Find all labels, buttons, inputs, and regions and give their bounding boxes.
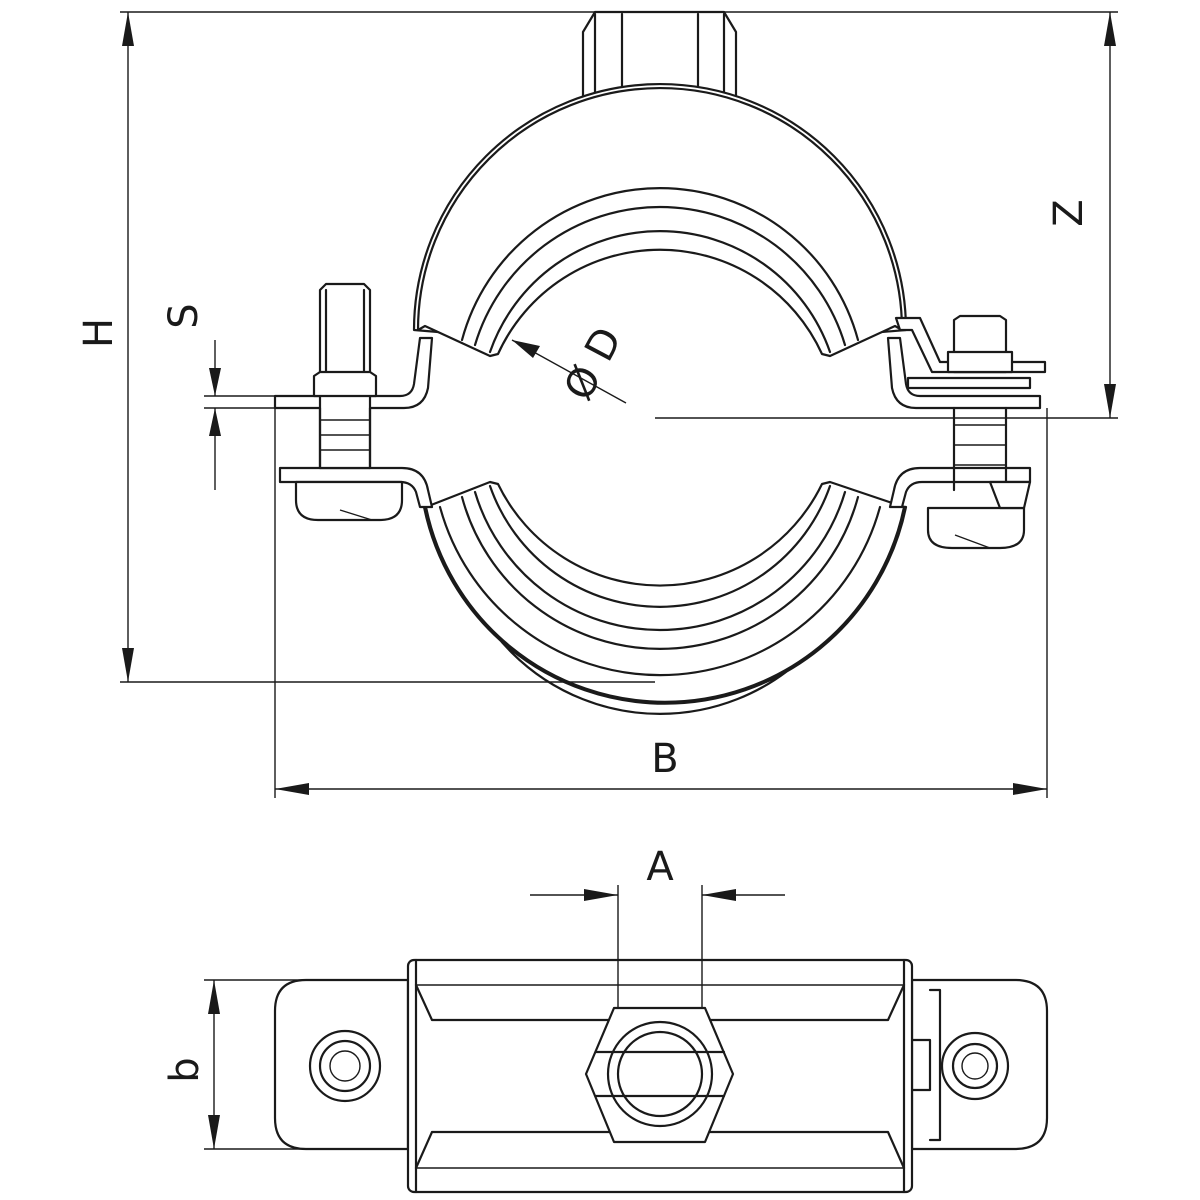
lower-clamp-half (422, 480, 908, 716)
dimension-S: S (161, 303, 275, 490)
dimension-Z: Z (1046, 12, 1116, 418)
upper-clamp-half (412, 82, 908, 358)
dimension-B-label: B (651, 736, 678, 782)
hex-nut (584, 1006, 735, 1144)
dimension-Z-label: Z (1046, 199, 1092, 226)
dimension-A: A (530, 844, 785, 1008)
dimension-b-label: b (162, 1057, 208, 1082)
diameter-dimension: Ø D (511, 320, 632, 408)
dimension-H: H (76, 11, 1118, 683)
dimension-b: b (162, 979, 306, 1150)
right-flange-assembly (886, 314, 1047, 550)
dimension-S-label: S (161, 303, 207, 328)
dimension-A-label: A (646, 844, 674, 890)
dimension-H-label: H (76, 318, 122, 348)
dimension-B: B (274, 408, 1048, 798)
left-flange-assembly (273, 282, 434, 522)
diameter-label: Ø D (556, 320, 632, 408)
front-view: Ø D (273, 10, 1118, 716)
bottom-view (273, 958, 1049, 1194)
diameter-arrowhead (512, 340, 540, 358)
